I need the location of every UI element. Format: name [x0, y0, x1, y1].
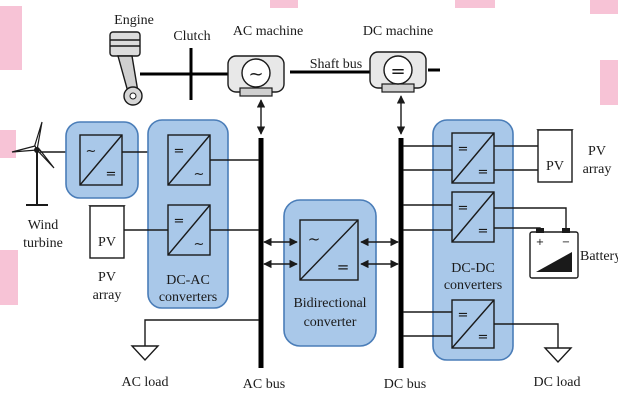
- dc-ac-converter-top: = ~: [167, 134, 211, 186]
- dc-ac-label-line2: converters: [159, 290, 217, 305]
- bidirectional-label-line2: converter: [304, 315, 357, 330]
- ac-bus-label: AC bus: [243, 377, 285, 392]
- bidirectional-ac-symbol: ~: [308, 230, 321, 248]
- dc-dc-converter-top: = =: [451, 132, 495, 184]
- dcdc-mid-symbol-b: =: [478, 224, 489, 239]
- pv-array-left-icon: PV: [88, 205, 126, 259]
- pv-array-left-label-line1: PV: [98, 270, 116, 285]
- dc-symbol: =: [390, 61, 405, 82]
- bidirectional-dc-symbol: =: [337, 258, 350, 276]
- dcac-bottom-dc-symbol: =: [174, 214, 185, 229]
- ac-load-wire: [144, 319, 259, 346]
- dc-dc-label-line2: converters: [444, 278, 502, 293]
- dc-dc-converter-bottom: = =: [451, 299, 495, 349]
- engine-label: Engine: [114, 13, 154, 28]
- ac-symbol: ~: [248, 64, 263, 85]
- dc-load-icon: [543, 347, 573, 364]
- ac-load-label: AC load: [121, 375, 168, 390]
- pv-box-right-label: PV: [546, 159, 564, 174]
- dcdc-top-symbol-b: =: [478, 165, 489, 180]
- dc-load-label: DC load: [533, 375, 580, 390]
- wind-ac-dc-converter: ~ =: [79, 134, 123, 186]
- dcdc-top-symbol-a: =: [458, 142, 469, 157]
- ac-machine-label: AC machine: [233, 24, 303, 39]
- pv-array-right-label-line1: PV: [588, 144, 606, 159]
- wind-turbine-icon: [11, 121, 55, 206]
- wind-turbine-label-line2: turbine: [23, 236, 63, 251]
- wind-turbine-label-line1: Wind: [28, 218, 59, 233]
- dc-machine-label: DC machine: [363, 24, 433, 39]
- watermark-decoration: [0, 0, 618, 305]
- battery-wire-plus: [494, 207, 567, 230]
- wind-converter-ac-symbol: ~: [86, 144, 97, 159]
- dc-dc-label-line1: DC-DC: [451, 261, 495, 276]
- svg-text:+: +: [536, 237, 544, 248]
- dcdc-bottom-symbol-b: =: [478, 330, 489, 345]
- pv-array-right-icon: PV: [536, 129, 574, 183]
- dcdc-mid-symbol-a: =: [458, 201, 469, 216]
- svg-text:−: −: [562, 237, 570, 248]
- ac-load-icon: [130, 345, 160, 362]
- dcac-top-ac-symbol: ~: [194, 167, 205, 182]
- engine-icon: [109, 31, 143, 106]
- clutch-label: Clutch: [173, 29, 210, 44]
- pv-array-right-label-line2: array: [583, 162, 612, 177]
- pv-array-left-label-line2: array: [93, 288, 122, 303]
- dcac-bottom-ac-symbol: ~: [194, 237, 205, 252]
- dcdc-bottom-symbol-a: =: [458, 308, 469, 323]
- dc-dc-converter-middle: = =: [451, 191, 495, 243]
- dc-load-wire: [494, 323, 559, 348]
- battery-icon: + −: [529, 228, 579, 279]
- bidirectional-converter: ~ =: [299, 219, 359, 281]
- bidirectional-label-line1: Bidirectional: [293, 296, 366, 311]
- shaft-bus-label: Shaft bus: [310, 57, 363, 72]
- dc-ac-converter-bottom: = ~: [167, 204, 211, 256]
- ac-machine-icon: ~: [227, 55, 285, 97]
- pv-box-left-label: PV: [98, 235, 116, 250]
- dc-bus-label: DC bus: [384, 377, 426, 392]
- dc-machine-icon: =: [369, 51, 427, 93]
- dc-ac-label-line1: DC-AC: [166, 273, 210, 288]
- dcac-top-dc-symbol: =: [174, 144, 185, 159]
- battery-label: Battery: [580, 249, 618, 264]
- wind-converter-dc-symbol: =: [106, 167, 117, 182]
